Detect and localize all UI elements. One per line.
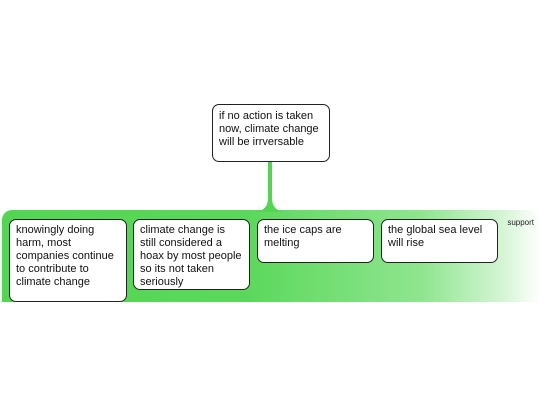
reason-box-4[interactable]: the global sea level will rise: [381, 219, 498, 263]
reason-box-2[interactable]: climate change is still considered a hoa…: [133, 219, 250, 290]
main-claim-box[interactable]: if no action is taken now, climate chang…: [212, 104, 330, 162]
reason-box-1[interactable]: knowingly doing harm, most companies con…: [9, 219, 127, 302]
support-label: support: [507, 218, 534, 227]
reason-box-3[interactable]: the ice caps are melting: [257, 219, 374, 263]
